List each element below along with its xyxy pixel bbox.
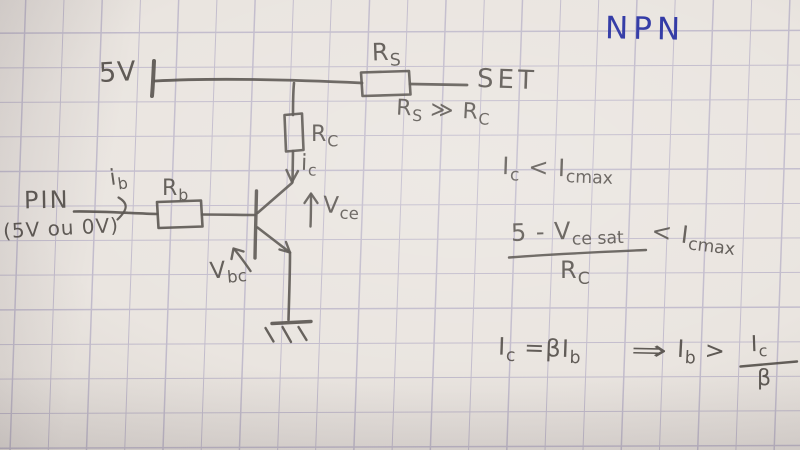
rb-resistor-label: Rb bbox=[162, 176, 189, 205]
emitter-wire bbox=[287, 252, 292, 322]
transistor-emitter-lead bbox=[256, 226, 292, 254]
equation-beta-fraction-denominator: β bbox=[757, 366, 773, 391]
vbc-voltage-label: Vbc bbox=[208, 257, 248, 287]
set-label: SET bbox=[476, 63, 539, 97]
rs-much-greater-rc-note: RS ≫ RC bbox=[395, 95, 490, 129]
vbc-arrow-shaft bbox=[233, 248, 252, 273]
equation-saturation-denominator: RC bbox=[560, 256, 590, 289]
equation-ic-less-icmax: Ic < Icmax bbox=[501, 152, 614, 189]
ground-bar bbox=[270, 319, 313, 326]
pin-label: PIN bbox=[23, 185, 70, 215]
ib-current-label: ib bbox=[108, 165, 130, 194]
rs-resistor-label: RS bbox=[371, 37, 402, 71]
rc-resistor-label: RC bbox=[311, 122, 339, 151]
vce-arrow-shaft bbox=[309, 193, 313, 228]
rc-resistor-body bbox=[283, 112, 305, 153]
equation-beta-rhs: Ib > bbox=[676, 334, 727, 369]
rs-resistor-body bbox=[359, 69, 412, 98]
set-wire bbox=[408, 82, 469, 87]
ground-hatch-2 bbox=[281, 325, 293, 344]
transistor-collector-lead bbox=[256, 181, 294, 215]
ib-current-chevron bbox=[116, 196, 127, 221]
equation-saturation-numerator: 5 - Vce sat bbox=[510, 216, 625, 250]
eq3-fraction-bar bbox=[739, 360, 799, 368]
rb-resistor-body bbox=[155, 199, 204, 230]
supply-voltage-label: 5V bbox=[98, 56, 138, 89]
vbc-arrowhead bbox=[230, 247, 245, 261]
transistor-base-bar bbox=[253, 189, 259, 260]
collector-branch-wire bbox=[291, 81, 296, 117]
equation-beta-lhs: Ic =βIb bbox=[497, 332, 581, 369]
pin-wire bbox=[72, 210, 159, 216]
vce-arrowhead bbox=[303, 192, 319, 205]
eq2-fraction-bar bbox=[507, 248, 648, 259]
npn-title: NPN bbox=[604, 10, 686, 48]
implies-arrow: ⇒ bbox=[630, 335, 670, 367]
pin-voltage-note: (5V ou 0V) bbox=[2, 212, 120, 244]
supply-terminal-tick bbox=[150, 59, 156, 98]
vce-voltage-label: Vce bbox=[322, 192, 360, 224]
ground-hatch-3 bbox=[297, 325, 308, 342]
supply-rail-wire bbox=[153, 77, 364, 85]
ic-current-label: ic bbox=[300, 150, 318, 180]
base-wire bbox=[200, 213, 257, 217]
equation-beta-fraction-numerator: Ic bbox=[750, 332, 768, 361]
ground-hatch-1 bbox=[264, 326, 275, 343]
rc-lower-wire bbox=[291, 149, 295, 184]
